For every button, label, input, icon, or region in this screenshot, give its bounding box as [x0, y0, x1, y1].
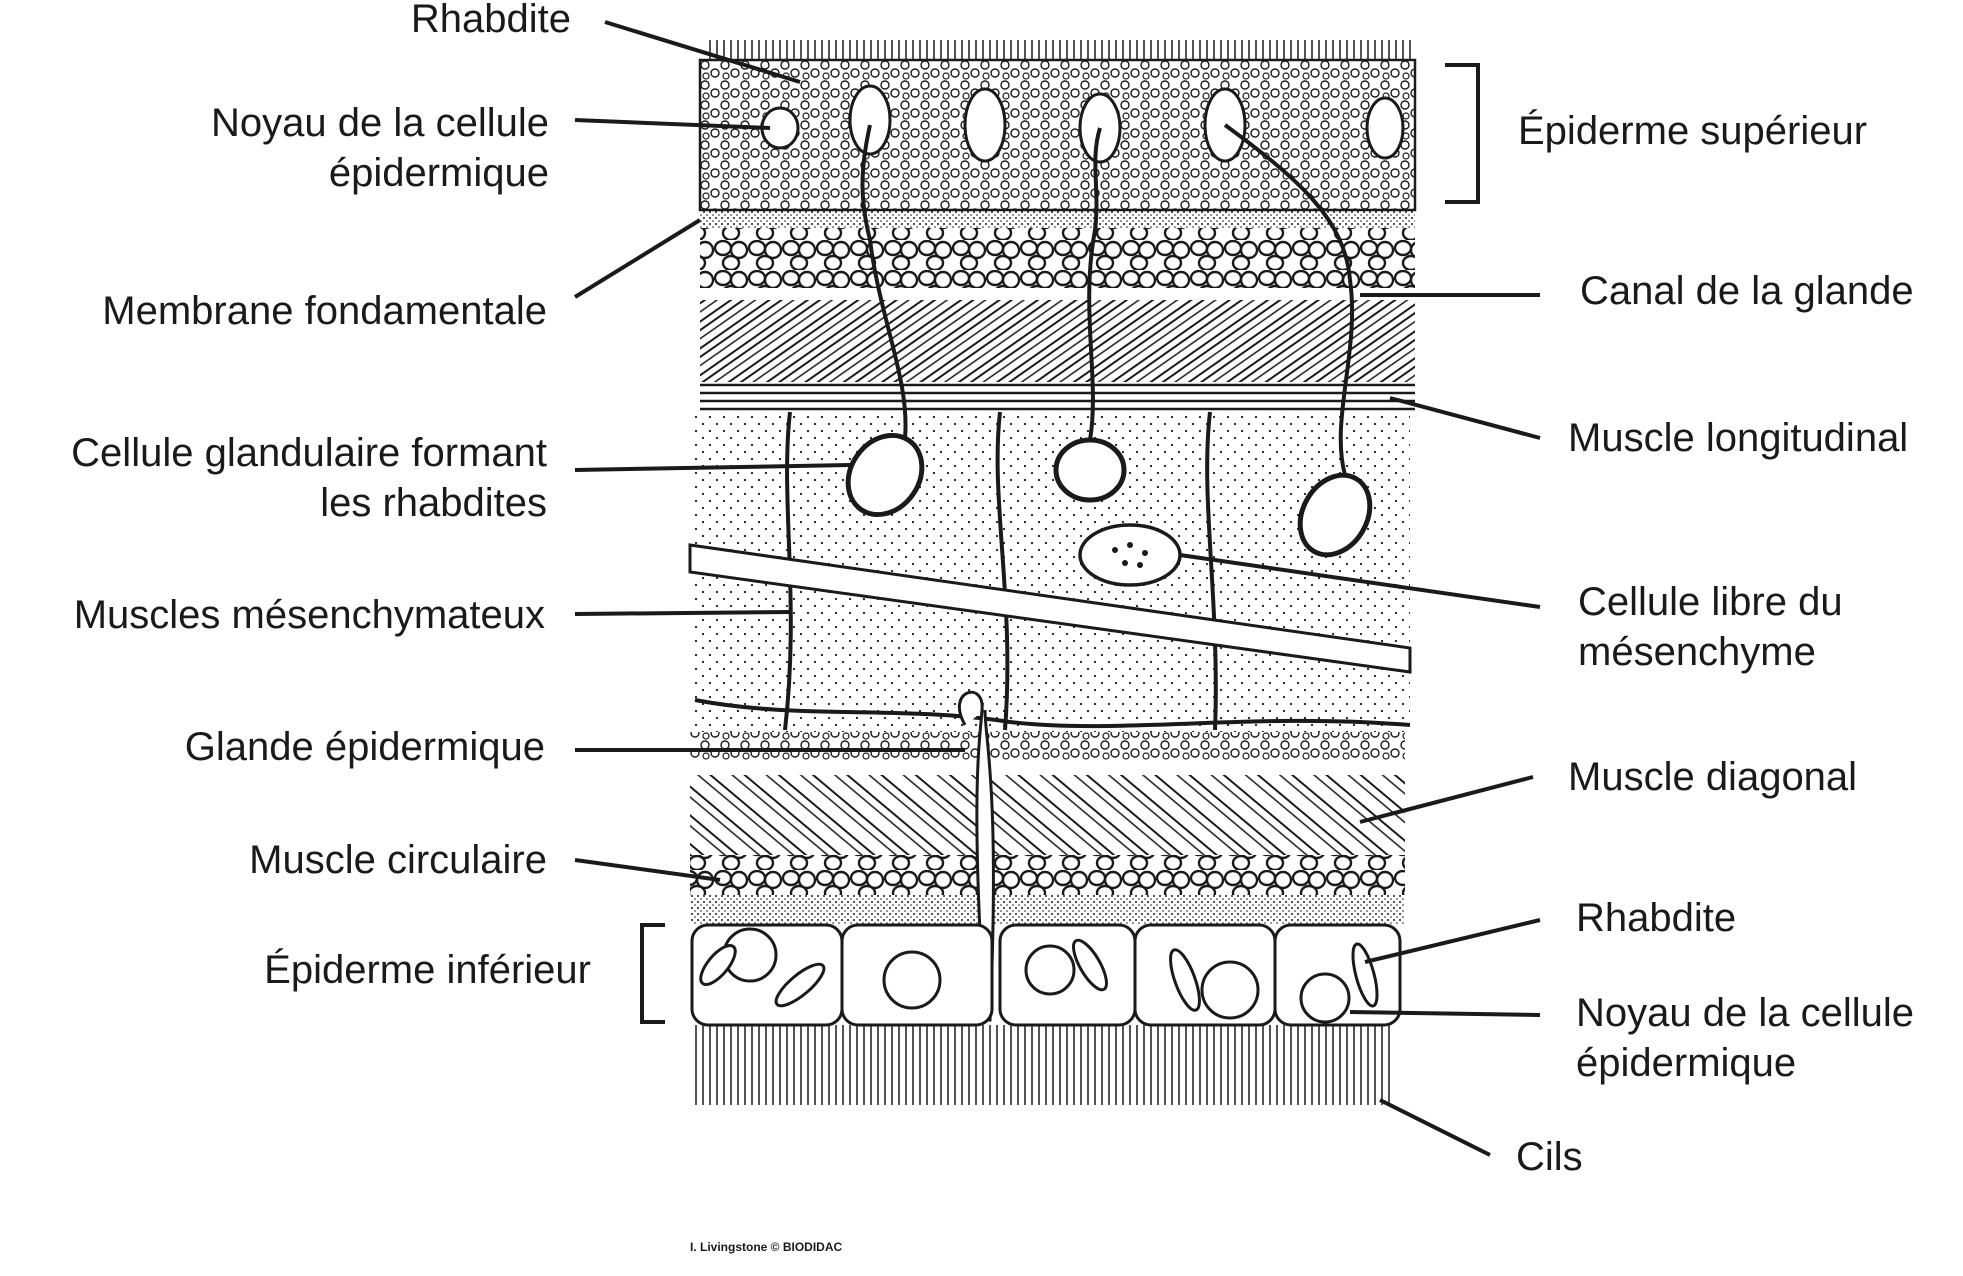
label-muscles-mesenchymateux: Muscles mésenchymateux: [73, 593, 545, 637]
label-glande-epidermique: Glande épidermique: [184, 725, 545, 769]
lower-diagonal-layer: [690, 775, 1405, 857]
lower-longitudinal-row: [690, 732, 1405, 760]
label-membrane: Membrane fondamentale: [102, 289, 547, 333]
label-muscle-circulaire: Muscle circulaire: [249, 838, 547, 882]
credit-text: I. Livingstone © BIODIDAC: [690, 1240, 843, 1254]
gland-cells: [845, 432, 1373, 558]
longitudinal-muscle-lines: [700, 383, 1415, 411]
upper-diagonal-layer: [700, 300, 1415, 382]
lower-epidermis-nuclei: [722, 927, 1351, 1024]
label-epiderme-inferieur: Épiderme inférieur: [264, 948, 591, 992]
upper-epidermis-layer: [698, 58, 1417, 212]
free-mesenchyme-cell: [1078, 523, 1182, 587]
label-noyau-top-1: Noyau de la cellule: [211, 101, 549, 145]
label-noyau-top-2: épidermique: [328, 151, 549, 195]
label-noyau-bottom-2: épidermique: [1576, 1041, 1797, 1085]
mesenchymal-muscle-band: [688, 543, 1412, 674]
label-cils: Cils: [1516, 1135, 1583, 1179]
label-cellule-libre-1: Cellule libre du: [1578, 580, 1843, 624]
upper-circular-layer: [700, 228, 1415, 288]
lower-membrane-dense: [690, 895, 1405, 925]
label-cellule-glandulaire-2: les rhabdites: [320, 481, 547, 525]
label-rhabdite-bottom: Rhabdite: [1576, 896, 1737, 940]
label-rhabdite-top: Rhabdite: [410, 0, 571, 41]
leader-lines: [573, 20, 1541, 1157]
lower-cilia: [692, 1025, 1392, 1105]
label-canal-glande: Canal de la glande: [1580, 269, 1914, 313]
label-epiderme-superieur: Épiderme supérieur: [1518, 109, 1868, 153]
upper-cilia-fringe: [705, 40, 1415, 62]
mesenchyme-cell-walls: [694, 411, 1411, 731]
membrane-dense-layer: [700, 210, 1415, 230]
label-muscle-longitudinal: Muscle longitudinal: [1568, 416, 1909, 460]
label-muscle-diagonal: Muscle diagonal: [1568, 755, 1858, 799]
lower-circular-layer: [690, 855, 1405, 895]
tissue-block: [688, 40, 1417, 1105]
label-noyau-bottom-1: Noyau de la cellule: [1576, 991, 1914, 1035]
label-cellule-libre-2: mésenchyme: [1578, 630, 1816, 674]
gland-ducts: [860, 123, 1355, 476]
label-cellule-glandulaire-1: Cellule glandulaire formant: [71, 431, 547, 475]
upper-epidermis-nuclei: [760, 84, 1405, 164]
lower-rhabdites: [699, 938, 1379, 1012]
